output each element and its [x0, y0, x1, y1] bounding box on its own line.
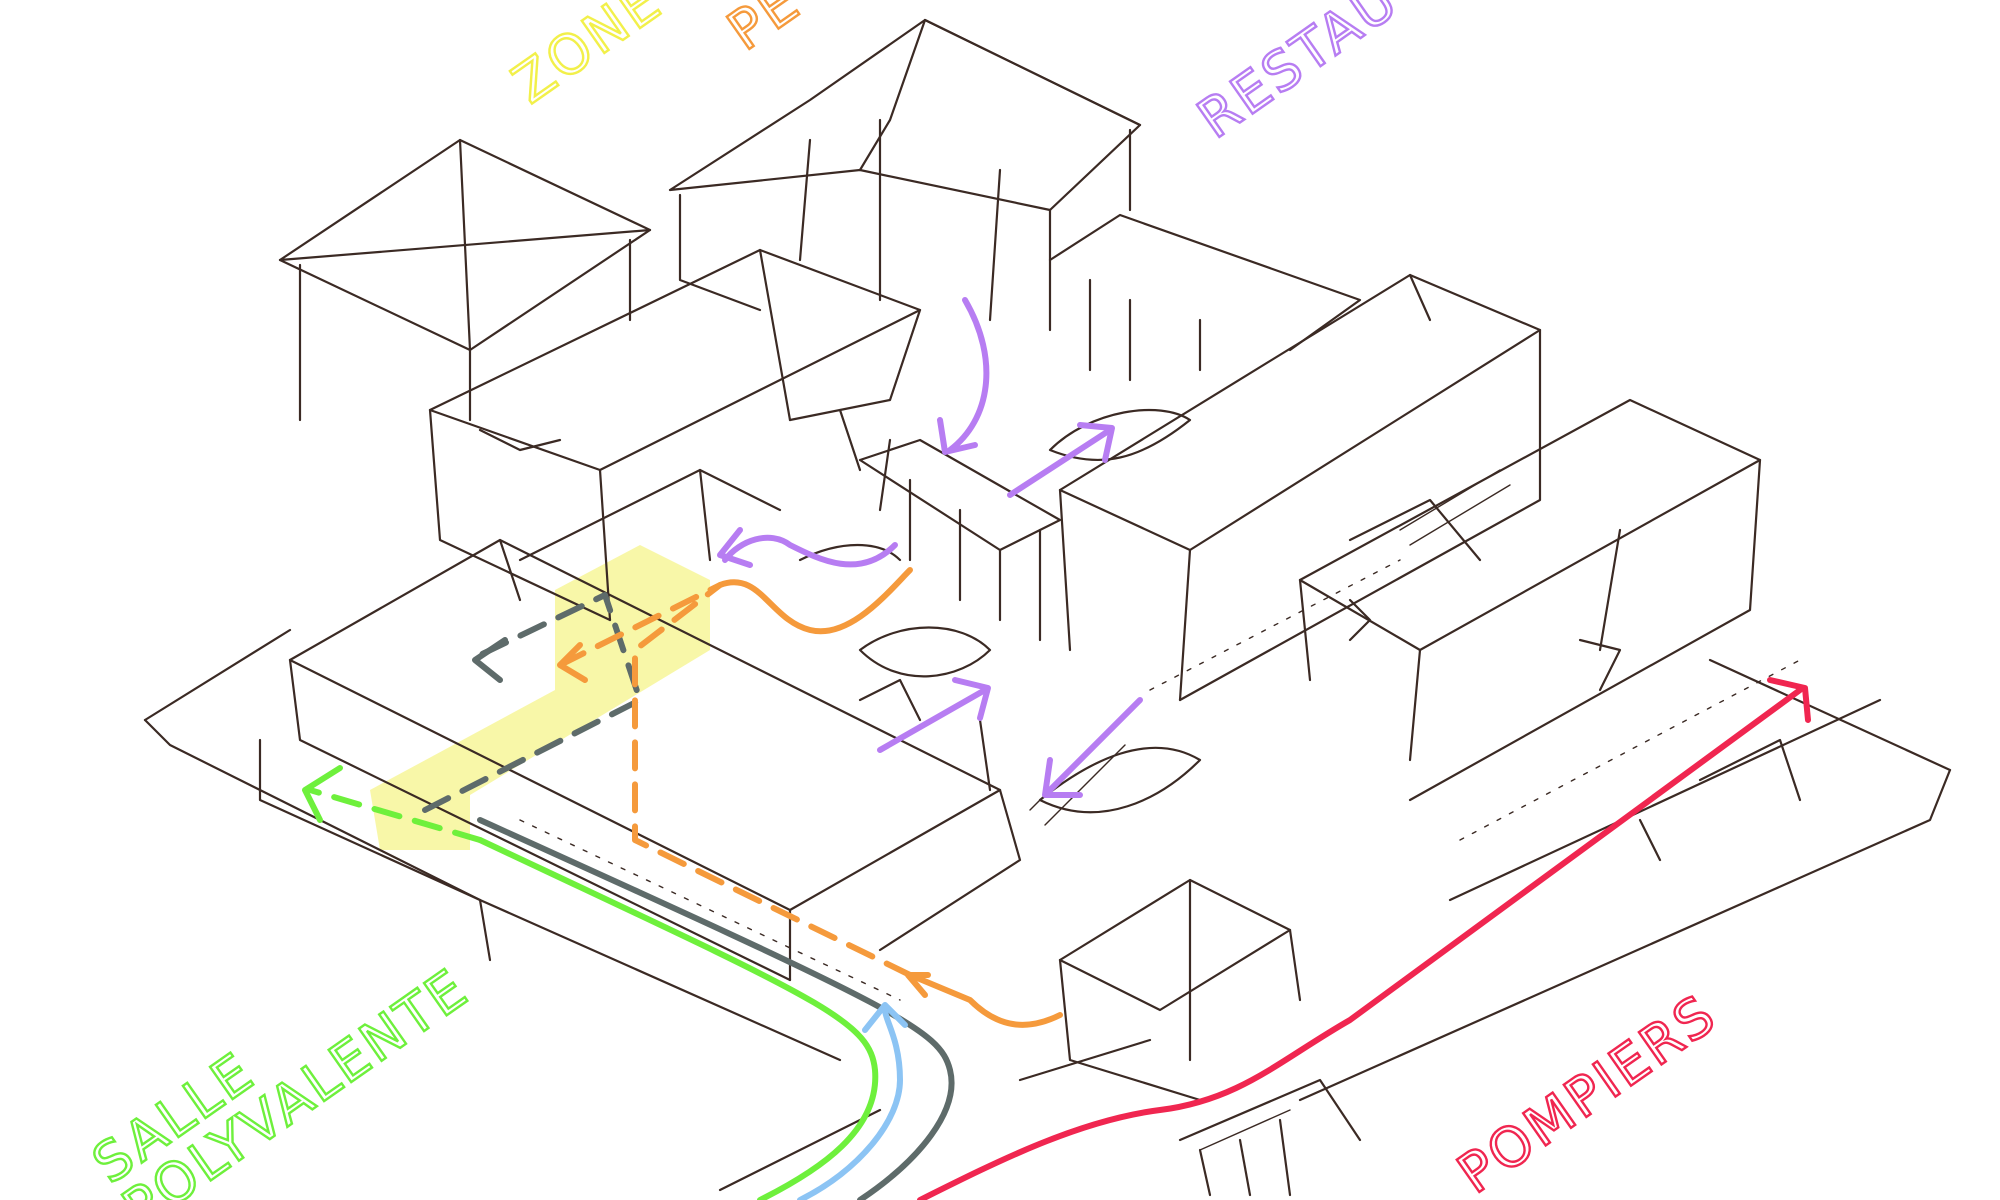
arrowhead-icon: [952, 677, 991, 721]
flow-arrows: [302, 297, 1811, 1200]
salle-route: [477, 837, 879, 1200]
arrowhead-icon: [1077, 422, 1115, 463]
pompiers-route: [917, 687, 1803, 1200]
arrowhead-icon: [557, 642, 588, 683]
building-sketch: [143, 18, 1952, 1197]
arrowhead-icon: [862, 1002, 908, 1033]
arrowhead-icon: [717, 527, 753, 568]
arrowhead-icon: [1042, 757, 1083, 798]
restaurant-route-2: [1007, 427, 1113, 498]
arrowhead-icon: [905, 972, 931, 998]
restaurant-route-4: [877, 687, 988, 753]
arrowhead-icon: [1767, 677, 1811, 723]
restaurant-route-1: [947, 297, 990, 453]
restaurant-route-5: [1047, 697, 1143, 793]
personnel-route: [907, 972, 1063, 1028]
highlight-zone: [370, 545, 710, 850]
label-restaurant: RESTAU: [1186, 0, 1410, 151]
label-zone: ZONE: [501, 0, 673, 116]
arrowhead-icon: [472, 637, 508, 683]
label-polyvalente: POLYVALENTE: [111, 956, 480, 1200]
service-route: [477, 817, 955, 1200]
arrowhead-icon: [937, 417, 978, 455]
label-pompiers: POMPIERS: [1446, 982, 1728, 1200]
arrowhead-icon: [302, 765, 343, 823]
visitors-route: [797, 1007, 903, 1200]
label-personnel: PE: [716, 0, 812, 63]
restaurant-route-3: [722, 534, 898, 568]
